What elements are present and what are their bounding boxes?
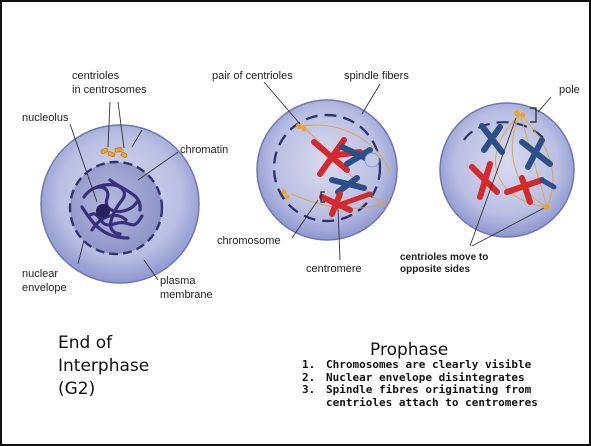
cell-membrane <box>257 100 397 240</box>
centriole-pair <box>296 123 302 129</box>
interphase-cell <box>41 102 199 283</box>
prophase-points-list: 1.Chromosomes are clearly visible 2.Nucl… <box>54 359 591 409</box>
label-pole: pole <box>559 84 580 96</box>
label-in-centrosomes: in centrosomes <box>72 84 147 96</box>
label-opposite-sides: opposite sides <box>400 264 470 275</box>
list-item-line: 3.Spindle fibres originating from <box>302 384 591 397</box>
list-item-text: Nuclear envelope disintegrates <box>326 371 525 384</box>
list-item-text: Spindle fibres originating from <box>326 383 531 396</box>
label-membrane: membrane <box>160 289 213 301</box>
prophase-title: Prophase <box>370 340 448 360</box>
label-pair-of-centrioles: pair of centrioles <box>212 70 293 82</box>
nucleolus <box>96 204 110 218</box>
label-centrioles-move: centrioles move to <box>400 252 488 263</box>
label-nucleolus: nucleolus <box>22 112 69 124</box>
label-centrioles: centrioles <box>72 70 120 82</box>
nucleolus-fading <box>365 153 379 167</box>
prophase-cell-2 <box>440 97 574 246</box>
list-item-number: 1. <box>302 359 326 372</box>
label-plasma: plasma <box>160 275 196 287</box>
centriole <box>282 190 287 195</box>
label-chromosome: chromosome <box>217 235 281 247</box>
list-item-line: centrioles attach to centromeres <box>302 397 591 410</box>
list-item: 3.Spindle fibres originating from centri… <box>54 384 591 409</box>
list-item-continuation: centrioles attach to centromeres <box>302 397 538 410</box>
label-spindle-fibers: spindle fibers <box>344 70 409 82</box>
label-chromatin: chromatin <box>180 144 228 156</box>
label-nuclear: nuclear <box>22 268 58 280</box>
list-item-number: 3. <box>302 384 326 397</box>
centriole <box>285 195 290 200</box>
label-centromere: centromere <box>306 263 362 275</box>
interphase-caption-line: End of <box>58 332 149 355</box>
prophase-cell-1 <box>257 82 397 260</box>
list-item-text: Chromosomes are clearly visible <box>326 358 531 371</box>
centriole <box>302 127 307 132</box>
label-envelope: envelope <box>22 282 67 294</box>
